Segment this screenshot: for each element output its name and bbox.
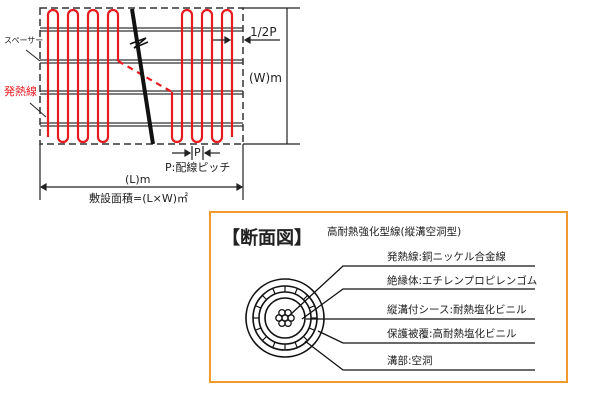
cross-section-frame [209, 211, 568, 383]
width-dimension [213, 7, 300, 145]
groove-divider [255, 305, 262, 309]
groove-divider [261, 335, 268, 342]
half-pitch-label: 1/2P [250, 25, 277, 39]
pitch-short-label: P [194, 146, 201, 159]
groove-divider [294, 288, 298, 295]
wire-leader [29, 102, 47, 118]
layer-label-sheath: 縦溝付シース:耐熱塩化ビニル [387, 304, 527, 316]
layer-leaders [290, 265, 535, 371]
layer-label-jacket: 保護被覆:高耐熱塩化ビニル [387, 328, 517, 340]
length-dimension [39, 144, 244, 200]
spacer-label: スペーサー [4, 36, 44, 45]
groove-divider [308, 305, 315, 309]
groove-divider [255, 327, 262, 331]
length-label: (L)m [125, 173, 151, 186]
pitch-dimension [172, 146, 220, 160]
heating-wire-right [170, 8, 234, 144]
break-line [130, 8, 155, 145]
installation-area-outline [39, 7, 244, 145]
groove-divider [261, 294, 268, 301]
area-label: 敷設面積=(L×W)㎡ [89, 192, 189, 205]
groove-divider [272, 288, 276, 295]
cross-section-title: 【断面図】 [222, 228, 312, 249]
heating-wire-label: 発熱線 [4, 85, 37, 98]
groove-divider [302, 294, 309, 301]
pitch-label: P:配線ピッチ [165, 161, 231, 174]
heating-wire-left [46, 8, 120, 144]
groove-divider [308, 327, 315, 331]
layer-label-insulator: 絶縁体:エチレンプロピレンゴム [387, 275, 538, 287]
groove-divider [302, 335, 309, 342]
spacer-leader [25, 49, 41, 62]
cross-section-subtitle: 高耐熱強化型線(縦溝空洞型) [327, 226, 462, 238]
layer-label-groove: 溝部:空洞 [387, 355, 433, 367]
groove-divider [294, 341, 298, 348]
break-mark [129, 37, 149, 49]
sheath-grooves [253, 286, 317, 350]
conductor-strands [275, 308, 295, 328]
groove-divider [272, 341, 276, 348]
spacers [40, 27, 243, 127]
layer-label-conductor: 発熱線:銅ニッケル合金線 [387, 251, 507, 263]
width-label: (W)m [249, 71, 282, 85]
cable-cross-section [245, 278, 325, 358]
